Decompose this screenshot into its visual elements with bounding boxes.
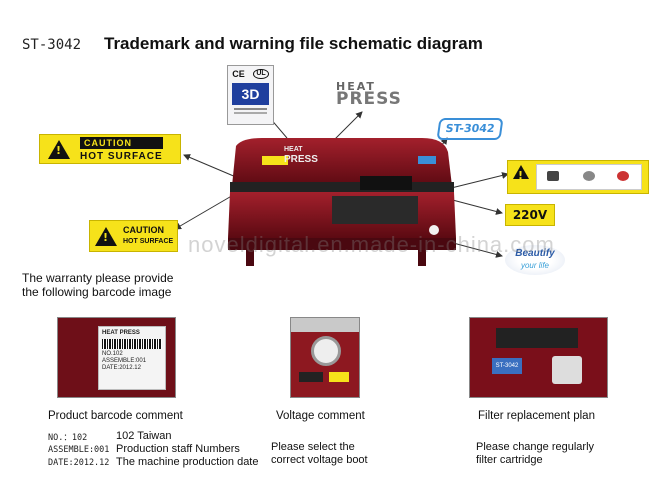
arrow-220v — [444, 197, 503, 215]
beautify-logo: Beautify your life — [505, 245, 565, 275]
legend-key: ASSEMBLE:001 — [48, 444, 110, 455]
voltage-note: Please select the correct voltage boot — [271, 441, 368, 467]
warning-triangle-icon — [48, 139, 70, 159]
legend-row: NO.：102 102 Taiwan — [48, 430, 258, 443]
warranty-note: The warranty please provide the followin… — [22, 271, 173, 299]
3d-badge: 3D — [232, 83, 269, 105]
machine-logo: HEAT PRESS — [284, 145, 318, 165]
machine-logo-line1: HEAT — [284, 146, 303, 153]
barcode-no: NO.102 — [102, 351, 123, 357]
heat-press-machine-image — [228, 138, 456, 266]
barcode-sticker: HEAT PRESS NO.102 ASSEMBLE:001 DATE:2012… — [98, 326, 166, 390]
filter-replacement-sticker — [507, 160, 649, 194]
legend-key: NO.：102 — [48, 432, 88, 443]
barcode-brand2: PRESS — [119, 330, 140, 336]
barcode-photo: HEAT PRESS NO.102 ASSEMBLE:001 DATE:2012… — [57, 317, 176, 398]
filter-photo: ST-3042 — [469, 317, 608, 398]
caution-hot-surface-label-top: CAUTION HOT SURFACE — [39, 134, 181, 164]
ce-mark: CE — [232, 69, 245, 79]
hot-surface-text: HOT SURFACE — [80, 150, 163, 162]
warranty-line2: the following barcode image — [22, 285, 172, 299]
legend-row: ASSEMBLE:001 Production staff Numbers — [48, 443, 258, 456]
caption-filter: Filter replacement plan — [478, 410, 595, 422]
caution-title: CAUTION — [80, 136, 163, 149]
filter-note-line2: filter cartridge — [476, 454, 543, 466]
filter-note-line1: Please change regularly — [476, 441, 595, 453]
heat-press-logo-line1: HEAT — [336, 80, 376, 93]
caption-barcode: Product barcode comment — [48, 410, 183, 422]
page-title: Trademark and warning file schematic dia… — [104, 34, 483, 53]
arrow-heat-press-logo — [333, 111, 363, 141]
barcode-assemble: ASSEMBLE:001 — [102, 358, 147, 364]
warranty-line1: The warranty please provide — [22, 271, 174, 285]
hot-surface-text: HOT SURFACE — [123, 238, 174, 245]
caution-title: CAUTION — [123, 225, 164, 235]
voltage-sticker: 220V — [505, 204, 555, 226]
filter-cartridge-icon — [552, 356, 582, 384]
warning-triangle-icon — [95, 226, 117, 246]
legend-value: 102 Taiwan — [116, 430, 172, 442]
barcode-brand1: HEAT — [102, 330, 118, 336]
voltage-photo — [290, 317, 360, 398]
caution-hot-surface-label-mid: CAUTION HOT SURFACE — [89, 220, 178, 252]
heat-press-logo: HEAT PRESS — [336, 80, 402, 109]
filter-photo-label: ST-3042 — [492, 358, 522, 374]
legend-value: The machine production date — [116, 456, 259, 468]
filter-note: Please change regularly filter cartridge — [476, 441, 594, 467]
watermark: noveldigital.en.made-in-china.com — [188, 232, 555, 257]
ce-certification-label: CE UL 3D — [227, 65, 274, 125]
legend-row: DATE:2012.12 The machine production date — [48, 456, 258, 469]
beautify-word: Beautify — [515, 248, 555, 259]
barcode-bars-icon — [102, 339, 162, 349]
pressure-gauge-icon — [311, 336, 341, 366]
beautify-tagline: your life — [520, 261, 549, 270]
barcode-legend: NO.：102 102 Taiwan ASSEMBLE:001 Producti… — [48, 430, 258, 469]
filter-diagram-icon — [536, 164, 642, 190]
model-code: ST-3042 — [22, 37, 82, 53]
barcode-date: DATE:2012.12 — [102, 365, 141, 371]
caption-voltage: Voltage comment — [276, 410, 365, 422]
voltage-note-line2: correct voltage boot — [271, 454, 368, 466]
ul-mark: UL — [253, 69, 269, 79]
warning-triangle-icon — [513, 165, 529, 182]
legend-value: Production staff Numbers — [116, 443, 240, 455]
machine-logo-line2: PRESS — [284, 154, 318, 165]
legend-key: DATE:2012.12 — [48, 457, 110, 468]
voltage-note-line1: Please select the — [271, 441, 355, 453]
heat-press-logo-line2: PRESS — [336, 89, 402, 109]
